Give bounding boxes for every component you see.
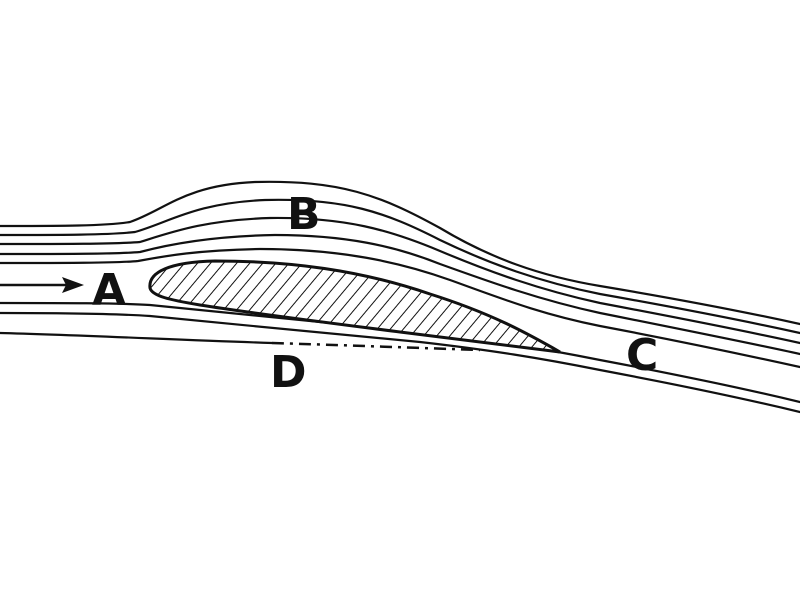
streamline-upper-5 xyxy=(0,247,800,369)
label-d: D xyxy=(270,347,307,398)
label-a: A xyxy=(92,265,126,316)
streamline-upper-4 xyxy=(0,233,800,356)
label-c: C xyxy=(626,330,658,381)
streamline-upper-1 xyxy=(0,180,800,326)
label-b: B xyxy=(287,189,321,240)
flow-arrow-head xyxy=(62,277,84,293)
streamline-upper-3 xyxy=(0,216,800,345)
streamline-upper-2 xyxy=(0,198,800,335)
reference-line-solid xyxy=(0,331,274,345)
streamline-lower-2 xyxy=(0,311,800,414)
airfoil xyxy=(148,259,561,354)
